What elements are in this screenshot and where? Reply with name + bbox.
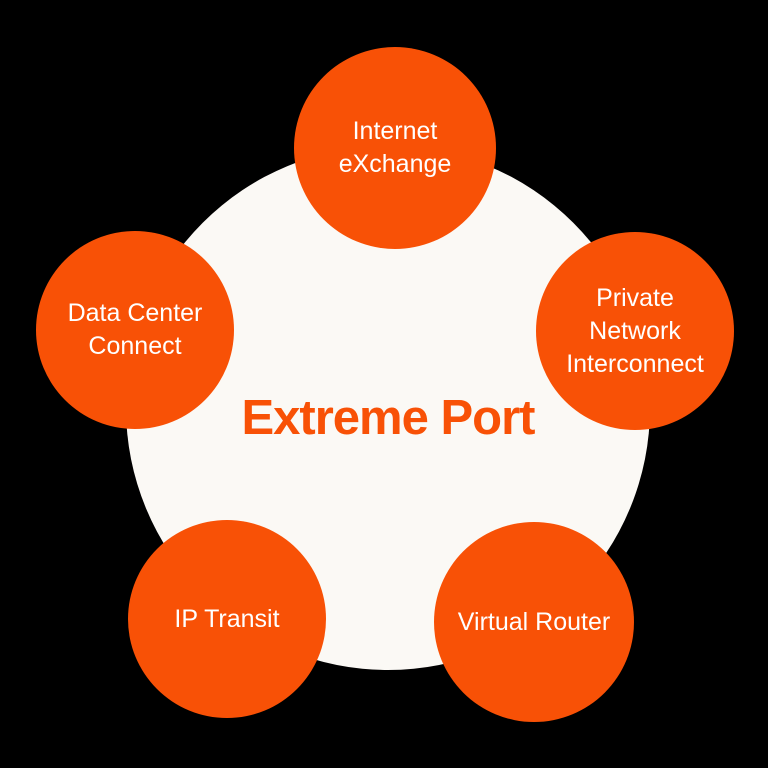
node-data-center-connect-label: Data Center Connect [67,299,203,360]
node-ip-transit-label: IP Transit [174,604,280,633]
node-internet-exchange: Internet eXchange [294,47,496,249]
node-ip-transit: IP Transit [128,520,326,718]
node-internet-exchange-label: Internet eXchange [338,117,452,178]
node-virtual-router-label: Virtual Router [457,607,611,636]
node-virtual-router: Virtual Router [434,522,634,722]
hub-title: Extreme Port [241,391,535,445]
node-private-network-interconnect: Private Network Interconnect [536,232,734,430]
node-private-network-interconnect-label: Private Network Interconnect [566,283,704,378]
node-data-center-connect: Data Center Connect [36,231,234,429]
